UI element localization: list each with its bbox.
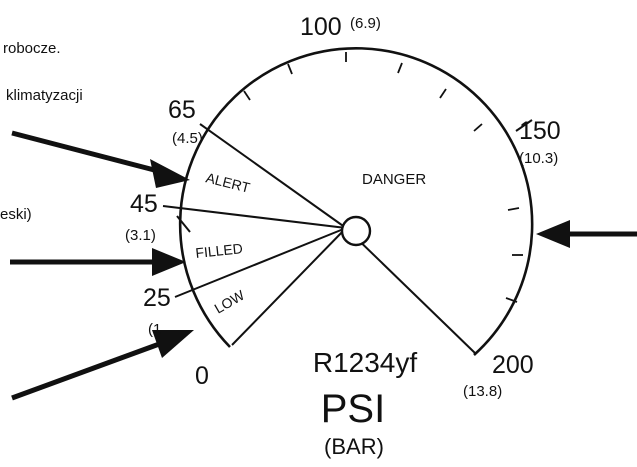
tick-sublabel-200: (13.8): [463, 383, 502, 400]
zone-label-filled: FILLED: [195, 240, 244, 261]
indicator-arrows: [10, 130, 637, 401]
tick-sublabel-45: (3.1): [125, 227, 156, 244]
tick-label-100: 100: [300, 13, 342, 41]
gauge-arc: [178, 47, 534, 356]
line-200: [345, 227, 477, 355]
tick-sublabel-100: (6.9): [350, 15, 381, 32]
tick-mark: [473, 123, 483, 132]
tick-label-65: 65: [168, 96, 196, 124]
tick-mark: [287, 63, 293, 75]
side-text-line-2: klimatyzacji: [6, 87, 83, 104]
refrigerant-label: R1234yf: [313, 347, 418, 378]
tick-mark: [243, 90, 251, 101]
line-150: [515, 119, 533, 132]
tick-label-45: 45: [130, 190, 158, 218]
side-text-line-1: robocze.: [3, 40, 61, 57]
unit-label: PSI: [321, 387, 385, 431]
zone-label-danger: DANGER: [362, 171, 426, 188]
arrow-low: [11, 330, 194, 401]
tick-label-25: 25: [143, 284, 171, 312]
tick-label-200: 200: [492, 351, 534, 379]
tick-mark: [507, 207, 520, 211]
line-45: [162, 205, 347, 229]
gauge-scale-lines: [162, 119, 533, 355]
line-0: [231, 227, 347, 346]
tick-mark: [397, 62, 403, 74]
tick-mark: [439, 88, 447, 99]
unit-secondary-label: (BAR): [324, 434, 384, 459]
side-text-line-3: eski): [0, 206, 32, 223]
gauge-tick-marks: [243, 52, 523, 303]
gauge-hub: [340, 215, 372, 247]
tick-mark: [505, 297, 518, 303]
line-filled-edge: [176, 215, 191, 233]
zone-label-low: LOW: [212, 286, 248, 316]
arrow-alert: [11, 130, 190, 188]
tick-label-150: 150: [519, 117, 561, 145]
arrow-danger: [536, 220, 637, 248]
line-65: [199, 123, 347, 229]
zone-label-alert: ALERT: [204, 169, 252, 195]
tick-sublabel-65: (4.5): [172, 130, 203, 147]
tick-label-0: 0: [195, 362, 209, 390]
arrow-filled: [10, 248, 186, 276]
tick-sublabel-150: (10.3): [519, 150, 558, 167]
tick-sublabel-25: (1: [148, 321, 161, 338]
line-25: [174, 227, 347, 298]
